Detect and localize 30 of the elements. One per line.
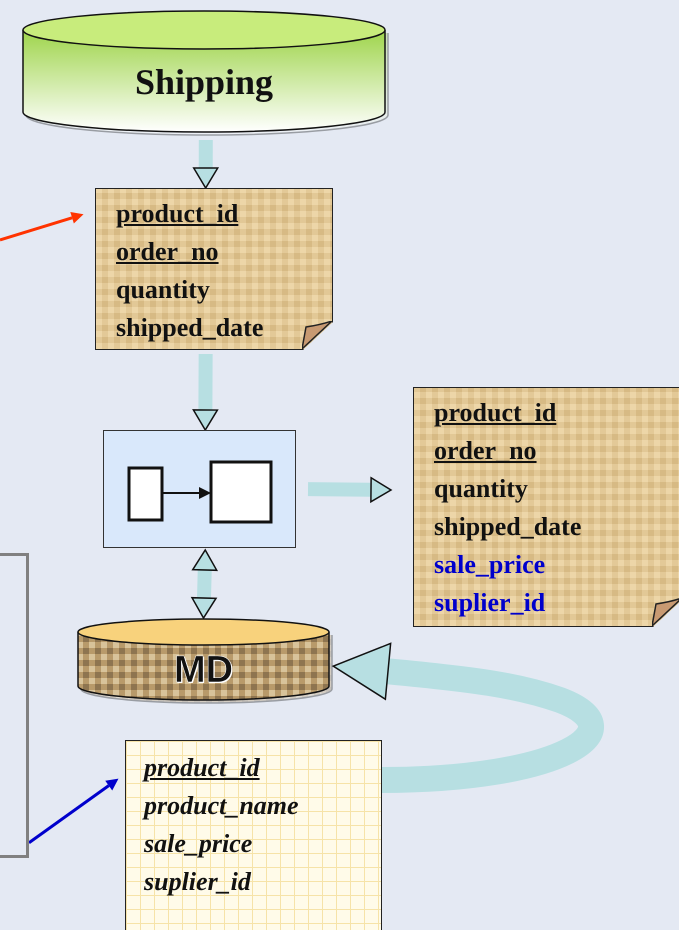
block-arrow xyxy=(192,354,218,431)
frame-box xyxy=(0,553,29,858)
key-field-name: order_no xyxy=(434,435,537,467)
field-name: quantity xyxy=(434,473,528,505)
record-note xyxy=(95,188,333,350)
database-cylinder xyxy=(22,10,386,136)
arrow xyxy=(28,778,118,844)
block-arrow xyxy=(308,477,392,503)
record-table xyxy=(125,740,382,930)
key-field-name: order_no xyxy=(116,236,219,268)
field-name: product_name xyxy=(144,790,299,822)
database-name: MD xyxy=(174,648,234,692)
arrow xyxy=(0,212,84,242)
field-name: suplier_id xyxy=(144,866,251,898)
database-name: Shipping xyxy=(134,61,274,103)
block-arrow xyxy=(192,140,218,189)
block-arrow xyxy=(332,642,604,793)
field-name: suplier_id xyxy=(434,587,546,619)
field-name: shipped_date xyxy=(434,511,582,543)
field-name: shipped_date xyxy=(116,312,264,344)
key-field-name: product_id xyxy=(434,397,556,429)
field-name: sale_price xyxy=(144,828,252,860)
record-note xyxy=(413,387,679,627)
block-arrow xyxy=(191,549,218,619)
field-name: quantity xyxy=(116,274,210,306)
process-box xyxy=(103,430,296,548)
database-cylinder xyxy=(77,618,330,704)
field-name: sale_price xyxy=(434,549,546,581)
key-field-name: product_id xyxy=(144,752,260,784)
key-field-name: product_id xyxy=(116,198,238,230)
